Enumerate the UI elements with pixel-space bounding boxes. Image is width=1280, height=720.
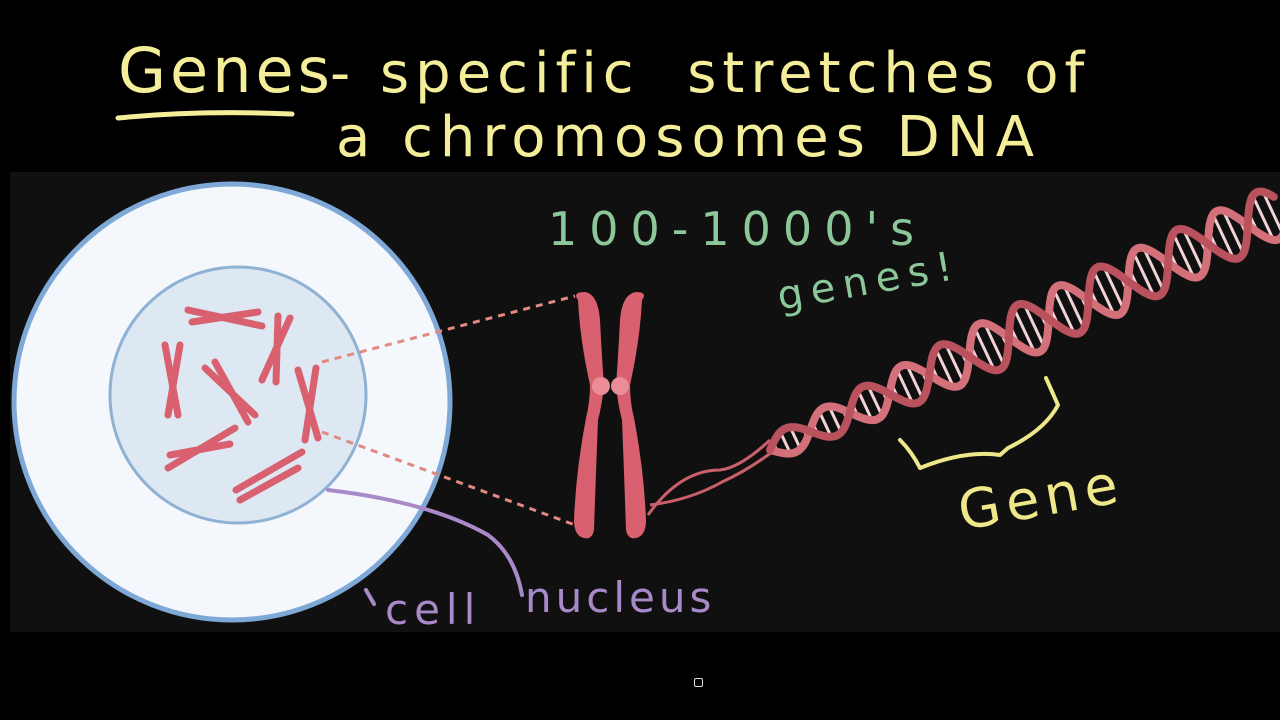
title-underline (115, 110, 295, 121)
centromere-left (592, 377, 610, 395)
title-area: Genes - specific stretches of a chromoso… (115, 34, 1090, 170)
cell-pointer (364, 588, 376, 606)
dna-base-pair (1182, 228, 1205, 273)
dna-base-pair (973, 327, 996, 371)
dna-base-pair (856, 389, 874, 421)
dna-double-helix (766, 187, 1280, 458)
gene-label: Gene (953, 452, 1128, 543)
dna-base-pair (905, 364, 925, 400)
dna-base-pair (1142, 247, 1166, 292)
chromosome-small-7 (232, 448, 306, 504)
nucleus-pointer (326, 488, 524, 597)
cell-label: cell (385, 585, 481, 634)
chromosome-large (574, 292, 646, 539)
dna-base-pair (1012, 307, 1036, 354)
dna-strand-tail-1 (646, 438, 772, 516)
dna-base-pair (1022, 303, 1046, 348)
dna-base-pair (1092, 270, 1116, 316)
chromosome-small-3 (258, 312, 294, 386)
gene-bracket (898, 376, 1060, 470)
dna-base-pair (1052, 288, 1076, 335)
dna-base-pair (1171, 232, 1196, 279)
chromosome-small-1 (184, 306, 266, 330)
gene-count-label: 100-1000's (548, 202, 926, 256)
dna-base-pair (983, 322, 1006, 366)
chromosome-small-4 (201, 358, 259, 426)
dna-base-pair (1131, 251, 1156, 297)
title-line1-rest: - specific stretches of (330, 41, 1090, 106)
dna-base-pair (866, 385, 884, 417)
dna-base-pair (1251, 195, 1275, 241)
dna-backbone (766, 206, 1280, 458)
nucleus-label: nucleus (525, 573, 715, 622)
dna-base-pair (1221, 209, 1245, 255)
dna-base-pair (827, 405, 843, 433)
chromatid-right (616, 292, 646, 539)
dna-base-pair (817, 410, 833, 438)
dna-base-pair (1211, 213, 1236, 260)
title-word-genes: Genes (118, 34, 334, 107)
dna-strand-tail-2 (649, 450, 773, 507)
zoom-line-top (321, 294, 576, 364)
dna-base-pair (1062, 284, 1086, 329)
dna-base-pair (944, 343, 965, 383)
chromosome-small-2 (161, 341, 184, 419)
dna-base-pair (934, 348, 955, 388)
title-line2: a chromosomes DNA (336, 105, 1041, 170)
nucleus-chromosomes (161, 306, 322, 504)
player-indicator[interactable] (694, 678, 703, 687)
chromosome-small-5 (294, 364, 322, 444)
chromosome-small-6 (164, 424, 239, 472)
zoom-line-bottom (321, 430, 576, 527)
dna-base-pair (1102, 266, 1126, 311)
centromere-right (611, 377, 629, 395)
dna-base-pair (895, 369, 915, 405)
chromatid-left (574, 292, 604, 539)
dna-backbone (766, 187, 1278, 454)
